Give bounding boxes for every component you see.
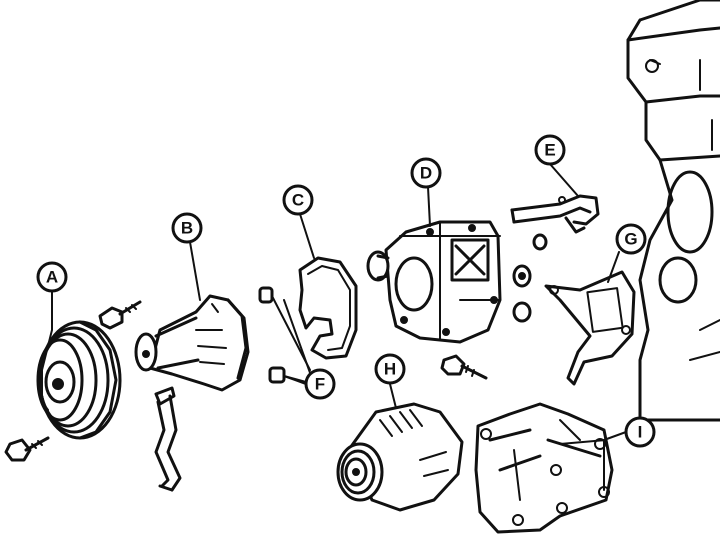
callout-d: D — [410, 157, 442, 189]
water-pump-gasket — [298, 256, 358, 360]
callout-b-label: B — [181, 219, 193, 238]
engine-block — [626, 0, 720, 422]
callout-e: E — [534, 134, 566, 166]
callout-d-label: D — [420, 164, 432, 183]
callout-a: A — [36, 261, 68, 293]
callout-h: H — [374, 353, 406, 385]
water-pump-bolt — [98, 300, 142, 330]
bypass-hose — [154, 386, 182, 492]
callout-i: I — [624, 416, 656, 448]
leader-lines — [41, 163, 627, 491]
water-pump — [134, 294, 250, 392]
crankshaft-pulley — [36, 320, 122, 440]
callout-g-label: G — [624, 230, 637, 249]
callout-g: G — [615, 223, 647, 255]
callout-b: B — [171, 212, 203, 244]
dowel-pins — [258, 286, 311, 384]
callout-h-label: H — [384, 360, 396, 379]
callout-i-label: I — [638, 423, 643, 442]
callout-c: C — [282, 184, 314, 216]
coolant-housing — [366, 220, 502, 344]
alternator-bracket — [474, 402, 614, 534]
seal-rings — [512, 233, 548, 323]
callout-f: F — [304, 368, 336, 400]
alternator-bolt — [440, 354, 488, 380]
pulley-bolt — [4, 436, 50, 462]
mounting-plate — [544, 270, 636, 386]
coolant-hose — [510, 194, 600, 234]
callout-c-label: C — [292, 191, 304, 210]
callout-e-label: E — [544, 141, 555, 160]
callout-a-label: A — [46, 268, 58, 287]
alternator — [336, 402, 464, 512]
callout-f-label: F — [315, 375, 325, 394]
